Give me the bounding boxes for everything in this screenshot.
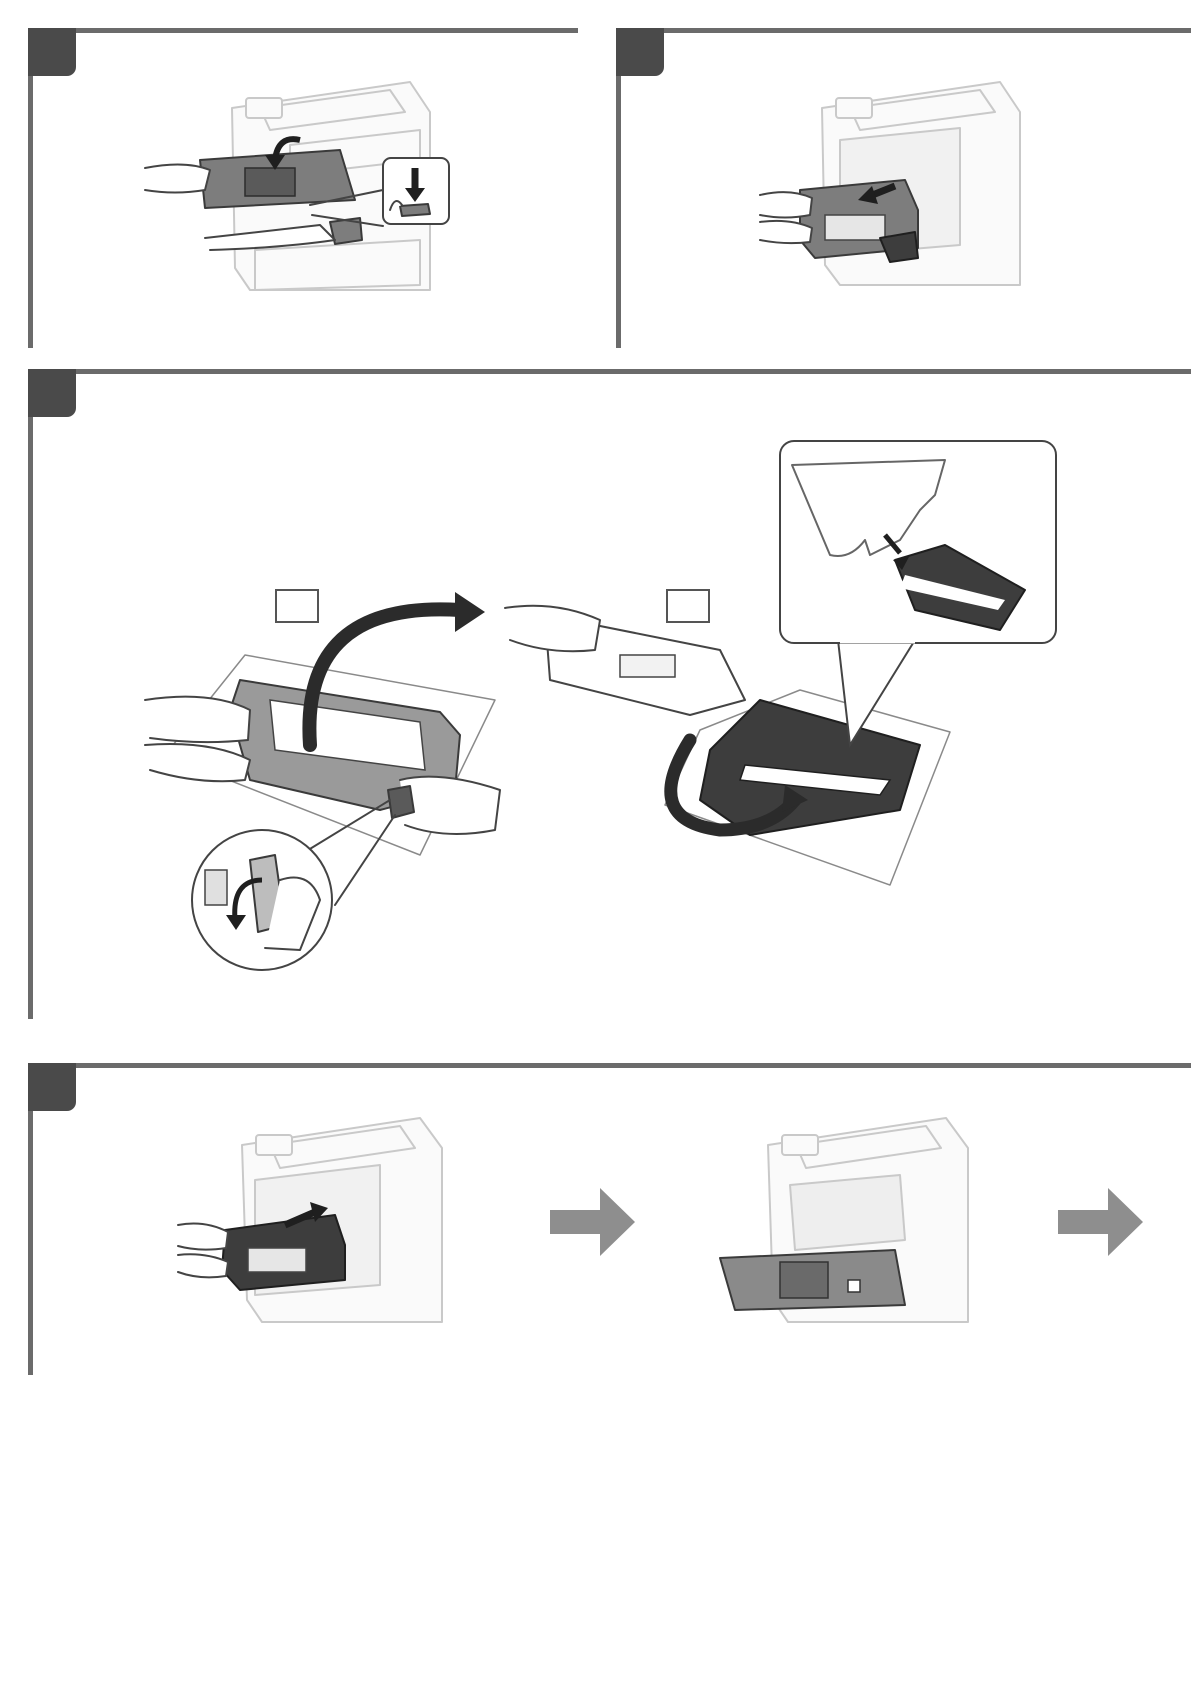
printer-icon	[242, 1118, 442, 1322]
front-cover-icon	[720, 1250, 905, 1310]
next-arrow-icon-2	[1058, 1188, 1143, 1256]
next-arrow-icon	[550, 1188, 635, 1256]
drum-unit-icon	[222, 1215, 345, 1290]
hand-icon	[178, 1224, 228, 1278]
